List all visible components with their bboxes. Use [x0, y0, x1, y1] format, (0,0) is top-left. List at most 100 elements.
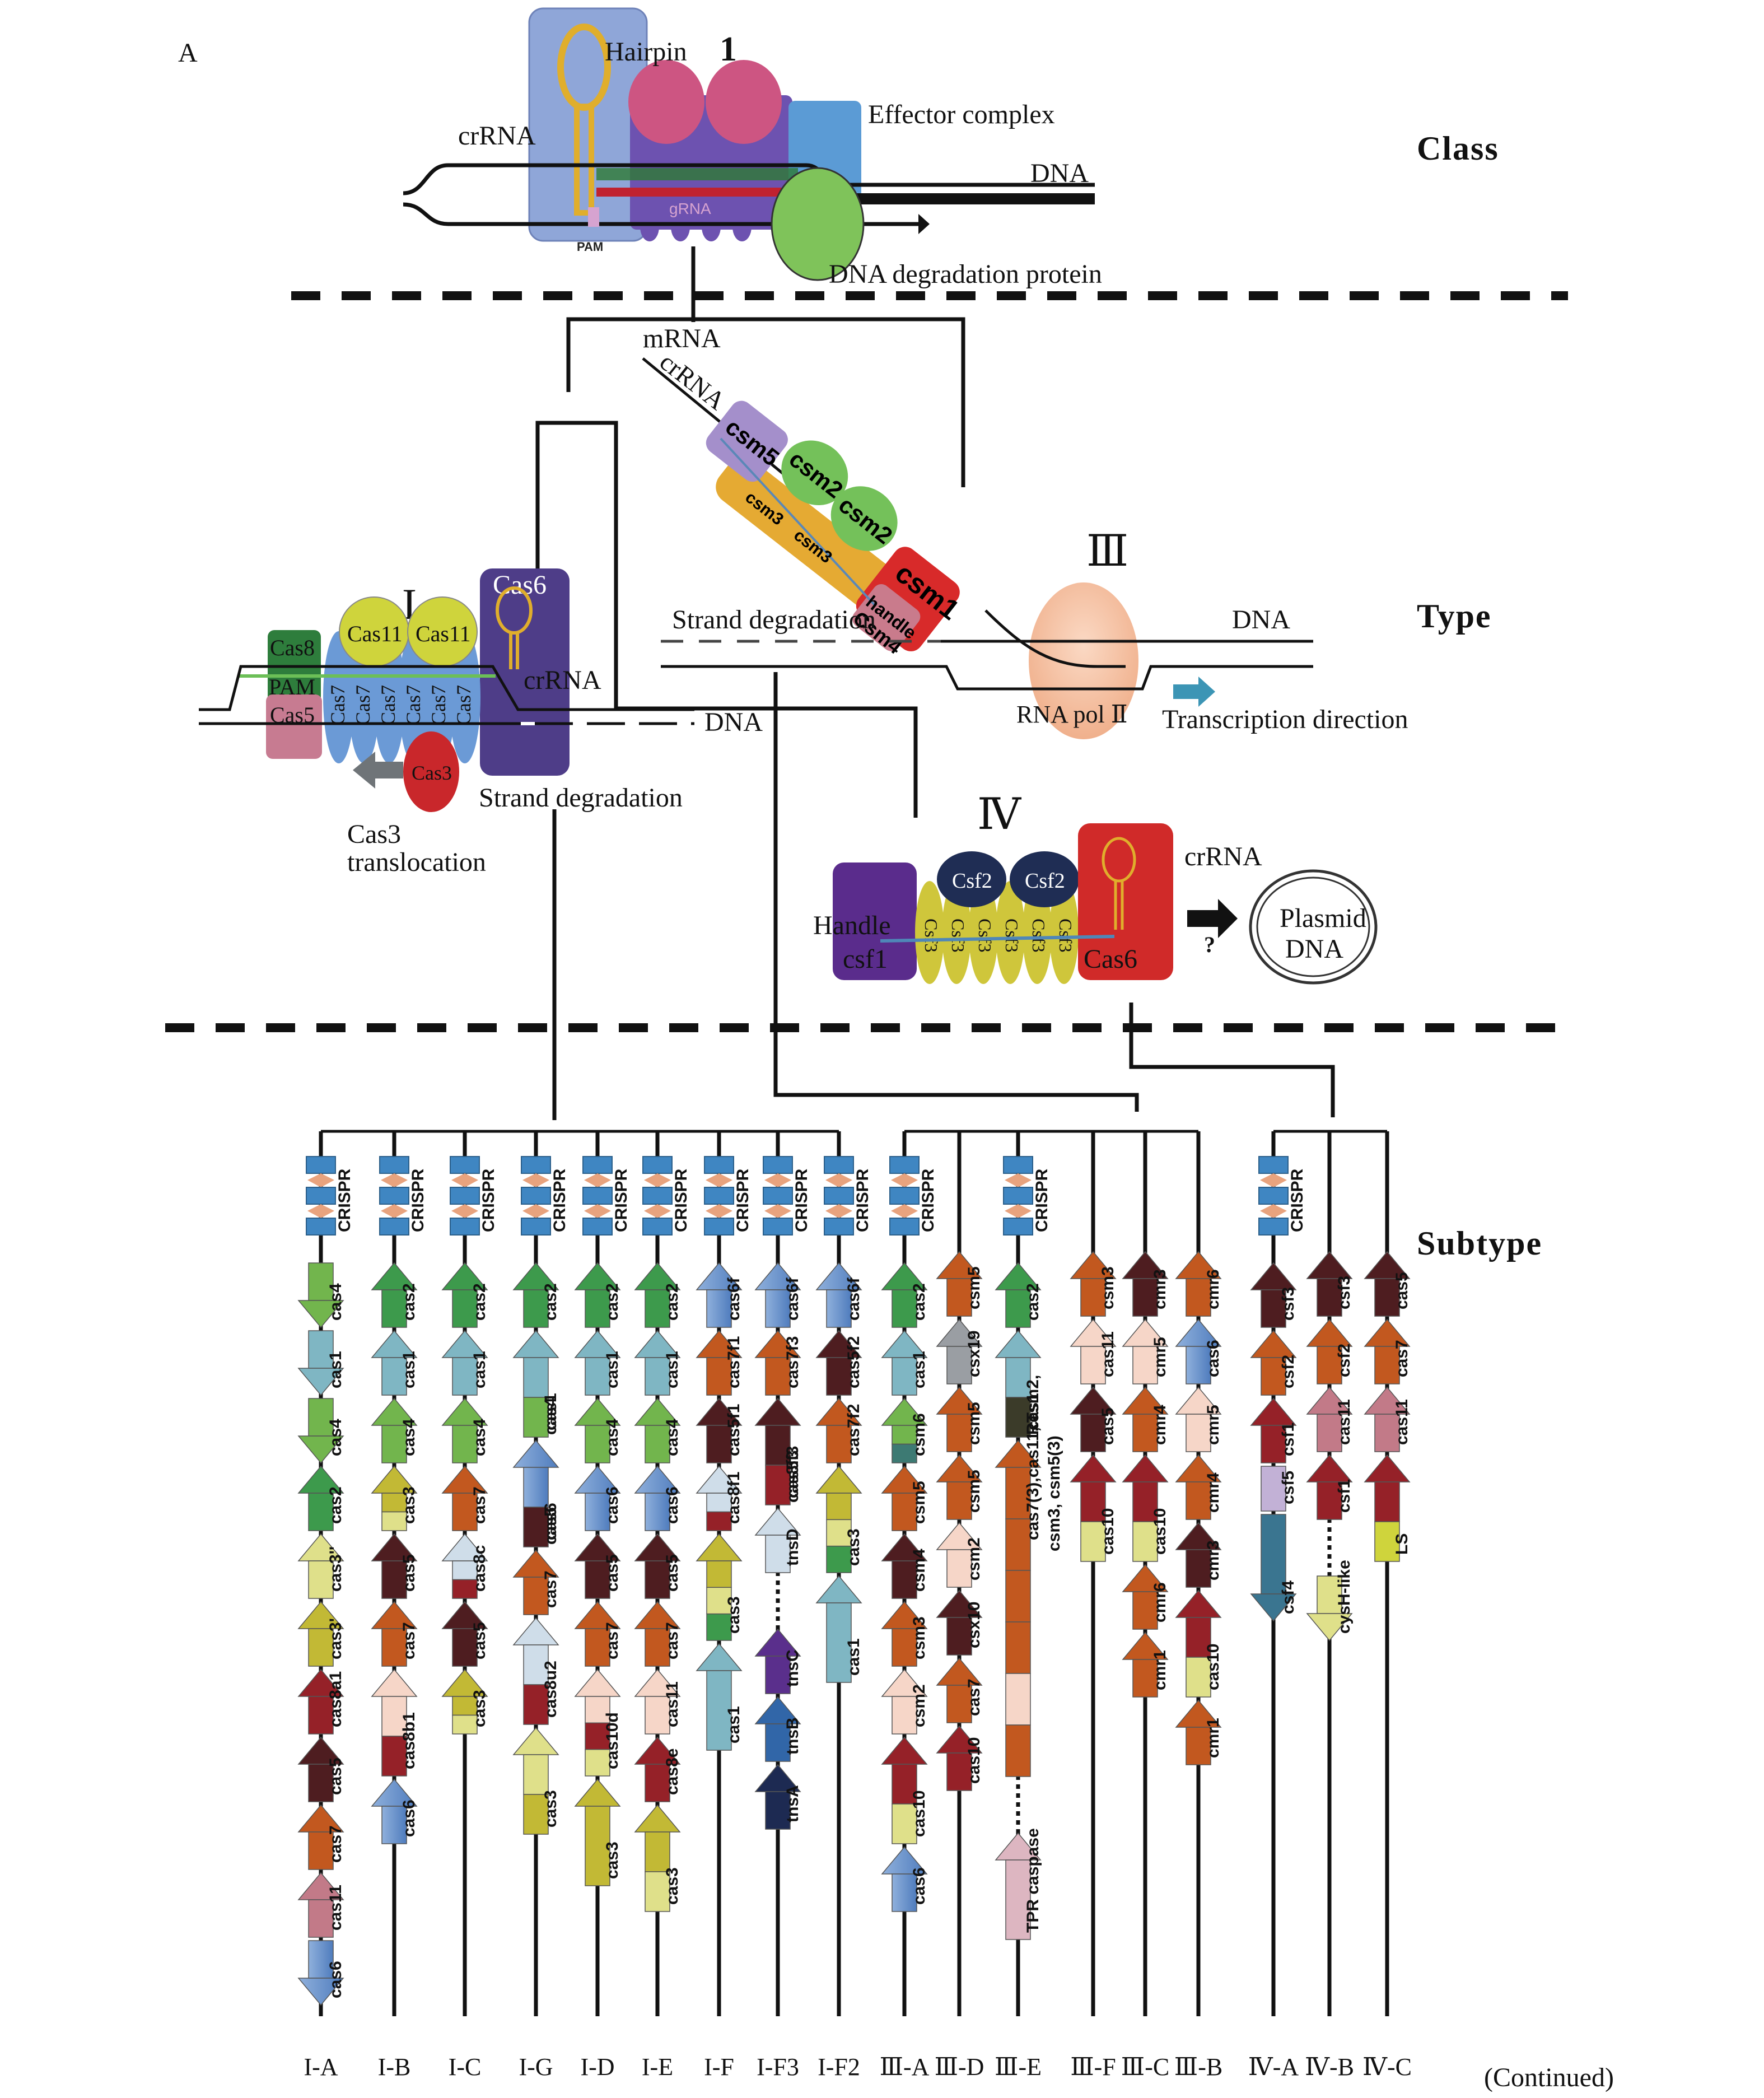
gene-segment: [308, 1493, 334, 1531]
crispr-repeat: [704, 1218, 734, 1236]
crispr-repeat: [1003, 1218, 1033, 1236]
gene-segment: [1132, 1521, 1158, 1562]
crispr-repeat: [1258, 1218, 1289, 1236]
gene-segment: [946, 1617, 972, 1656]
gene-label: csf3: [1279, 1287, 1298, 1321]
type4-csf3-labels: Csf3 Csf3 Csf3 Csf3 Csf3 Csf3: [921, 919, 1076, 952]
gene-segment: [381, 1289, 407, 1328]
gene-segment: [1132, 1278, 1158, 1317]
crispr-repeat: [642, 1187, 673, 1205]
crispr-spacer: [1005, 1204, 1032, 1218]
gene-segment: [308, 1628, 334, 1667]
gene-segment: [826, 1602, 852, 1683]
gene-label: cmr5: [1204, 1405, 1222, 1445]
gene-label: cas3: [663, 1867, 682, 1905]
gene-segment: [523, 1467, 549, 1508]
subtype-label: Ⅳ-C: [1362, 2053, 1412, 2081]
gene-label: cas1: [844, 1638, 863, 1676]
crispr-spacer: [706, 1204, 732, 1218]
gene-label: cas6f: [844, 1277, 863, 1321]
gene-label: TPR caspase: [1024, 1828, 1042, 1933]
gene-label: RT: [1024, 1412, 1042, 1435]
gene-arrowhead: [754, 1397, 801, 1426]
class1-subunit: [702, 212, 721, 241]
gene-label: cas7: [326, 1825, 345, 1863]
subtype-label: Ⅲ-A: [880, 2053, 930, 2081]
gene-arrowhead: [297, 1300, 344, 1328]
type3-csm5: [706, 400, 788, 482]
crispr-repeat: [824, 1218, 854, 1236]
gene-segment: [645, 1831, 670, 1872]
crispr-repeat: [1258, 1187, 1289, 1205]
gene-segment: [1005, 1397, 1031, 1438]
type1-diagram: I Cas6 Cas11 Cas11 Cas8 PAM Cas5 Cas7 Ca…: [199, 568, 763, 877]
class1-degradation-protein: [771, 167, 865, 281]
gene-label: cas6: [603, 1486, 622, 1524]
crispr-label: CRISPR: [1288, 1168, 1306, 1232]
crispr-label: CRISPR: [919, 1168, 937, 1232]
csf3-subunit: [1049, 881, 1079, 984]
gene-segment: [892, 1289, 917, 1328]
gene-label: cmr6: [1151, 1582, 1169, 1623]
gene-label: cas4: [542, 1397, 560, 1435]
subtype-label: I-F2: [818, 2053, 860, 2081]
type3-dna-label: DNA: [1232, 605, 1290, 635]
gene-label: csx19: [965, 1331, 983, 1377]
crispr-spacer: [891, 1204, 918, 1218]
gene-arrowhead: [1250, 1330, 1297, 1358]
gene-label: cas10: [910, 1791, 928, 1837]
gene-label: csm5: [910, 1481, 928, 1524]
gene-segment: [585, 1357, 610, 1396]
subtype-label: Ⅳ-A: [1248, 2053, 1299, 2081]
crispr-label: CRISPR: [409, 1168, 427, 1232]
type1-cas8-label: Cas8: [270, 635, 315, 660]
type3-crrna-line: [720, 437, 876, 606]
cas7-subunit: [449, 631, 480, 763]
crispr-spacer: [307, 1173, 334, 1187]
gene-segment: [452, 1579, 478, 1599]
gene-arrowhead: [1122, 1454, 1169, 1482]
csf3-subunit: [996, 881, 1025, 984]
gene-arrowhead: [1070, 1454, 1117, 1482]
gene-label: cas1: [542, 1393, 560, 1430]
gene-label: cas6f: [725, 1277, 743, 1321]
type1-dna-label: DNA: [704, 707, 763, 737]
gene-label: tnsB: [783, 1717, 802, 1755]
gene-segment: [765, 1656, 791, 1694]
gene-label: csf5: [1279, 1471, 1298, 1504]
gene-label: cas11: [1335, 1399, 1354, 1445]
gene-arrowhead: [815, 1465, 862, 1494]
transcription-direction-label: Transcription direction: [1162, 705, 1408, 734]
gene-segment: [1186, 1481, 1211, 1520]
subtype-locus: CRISPRcas2cas1cas4cas3cas5cas7cas8b1cas6…: [371, 1131, 427, 2081]
gene-label: cmr4: [1151, 1405, 1169, 1445]
gene-label: cysH-like: [1335, 1560, 1354, 1634]
gene-segment: [308, 1764, 334, 1802]
type4-csf2-label: Csf2: [1025, 869, 1065, 893]
subtype-label: I-E: [642, 2053, 673, 2081]
gene-segment: [892, 1873, 917, 1912]
type1-dna-top: [199, 665, 694, 711]
gene-label: cas6: [400, 1799, 418, 1837]
type4-handle-label: Handle: [813, 911, 891, 940]
degradation-protein-label: DNA degradation protein: [829, 259, 1102, 289]
gene-segment: [381, 1736, 407, 1777]
gene-label: csf1: [1279, 1423, 1298, 1456]
type3-crrna-label: crRNA: [655, 347, 731, 416]
gene-segment: [1317, 1346, 1342, 1384]
gene-label: cas3': [326, 1618, 345, 1659]
gene-label: cas4: [326, 1419, 345, 1456]
gene-segment: [585, 1289, 610, 1328]
gene-label: cas1: [663, 1351, 682, 1388]
gene-label: cas5: [400, 1554, 418, 1592]
gene-segment: [765, 1465, 791, 1505]
gene-arrowhead: [815, 1575, 862, 1603]
gene-label: cas6: [1204, 1340, 1222, 1377]
gene-segment: [706, 1613, 732, 1641]
gene-label: csf3: [1335, 1276, 1354, 1309]
class1-number: 1: [720, 30, 737, 68]
gene-segment: [523, 1289, 549, 1328]
gene-arrowhead: [574, 1668, 621, 1697]
type4-crrna-label: crRNA: [1184, 842, 1262, 871]
